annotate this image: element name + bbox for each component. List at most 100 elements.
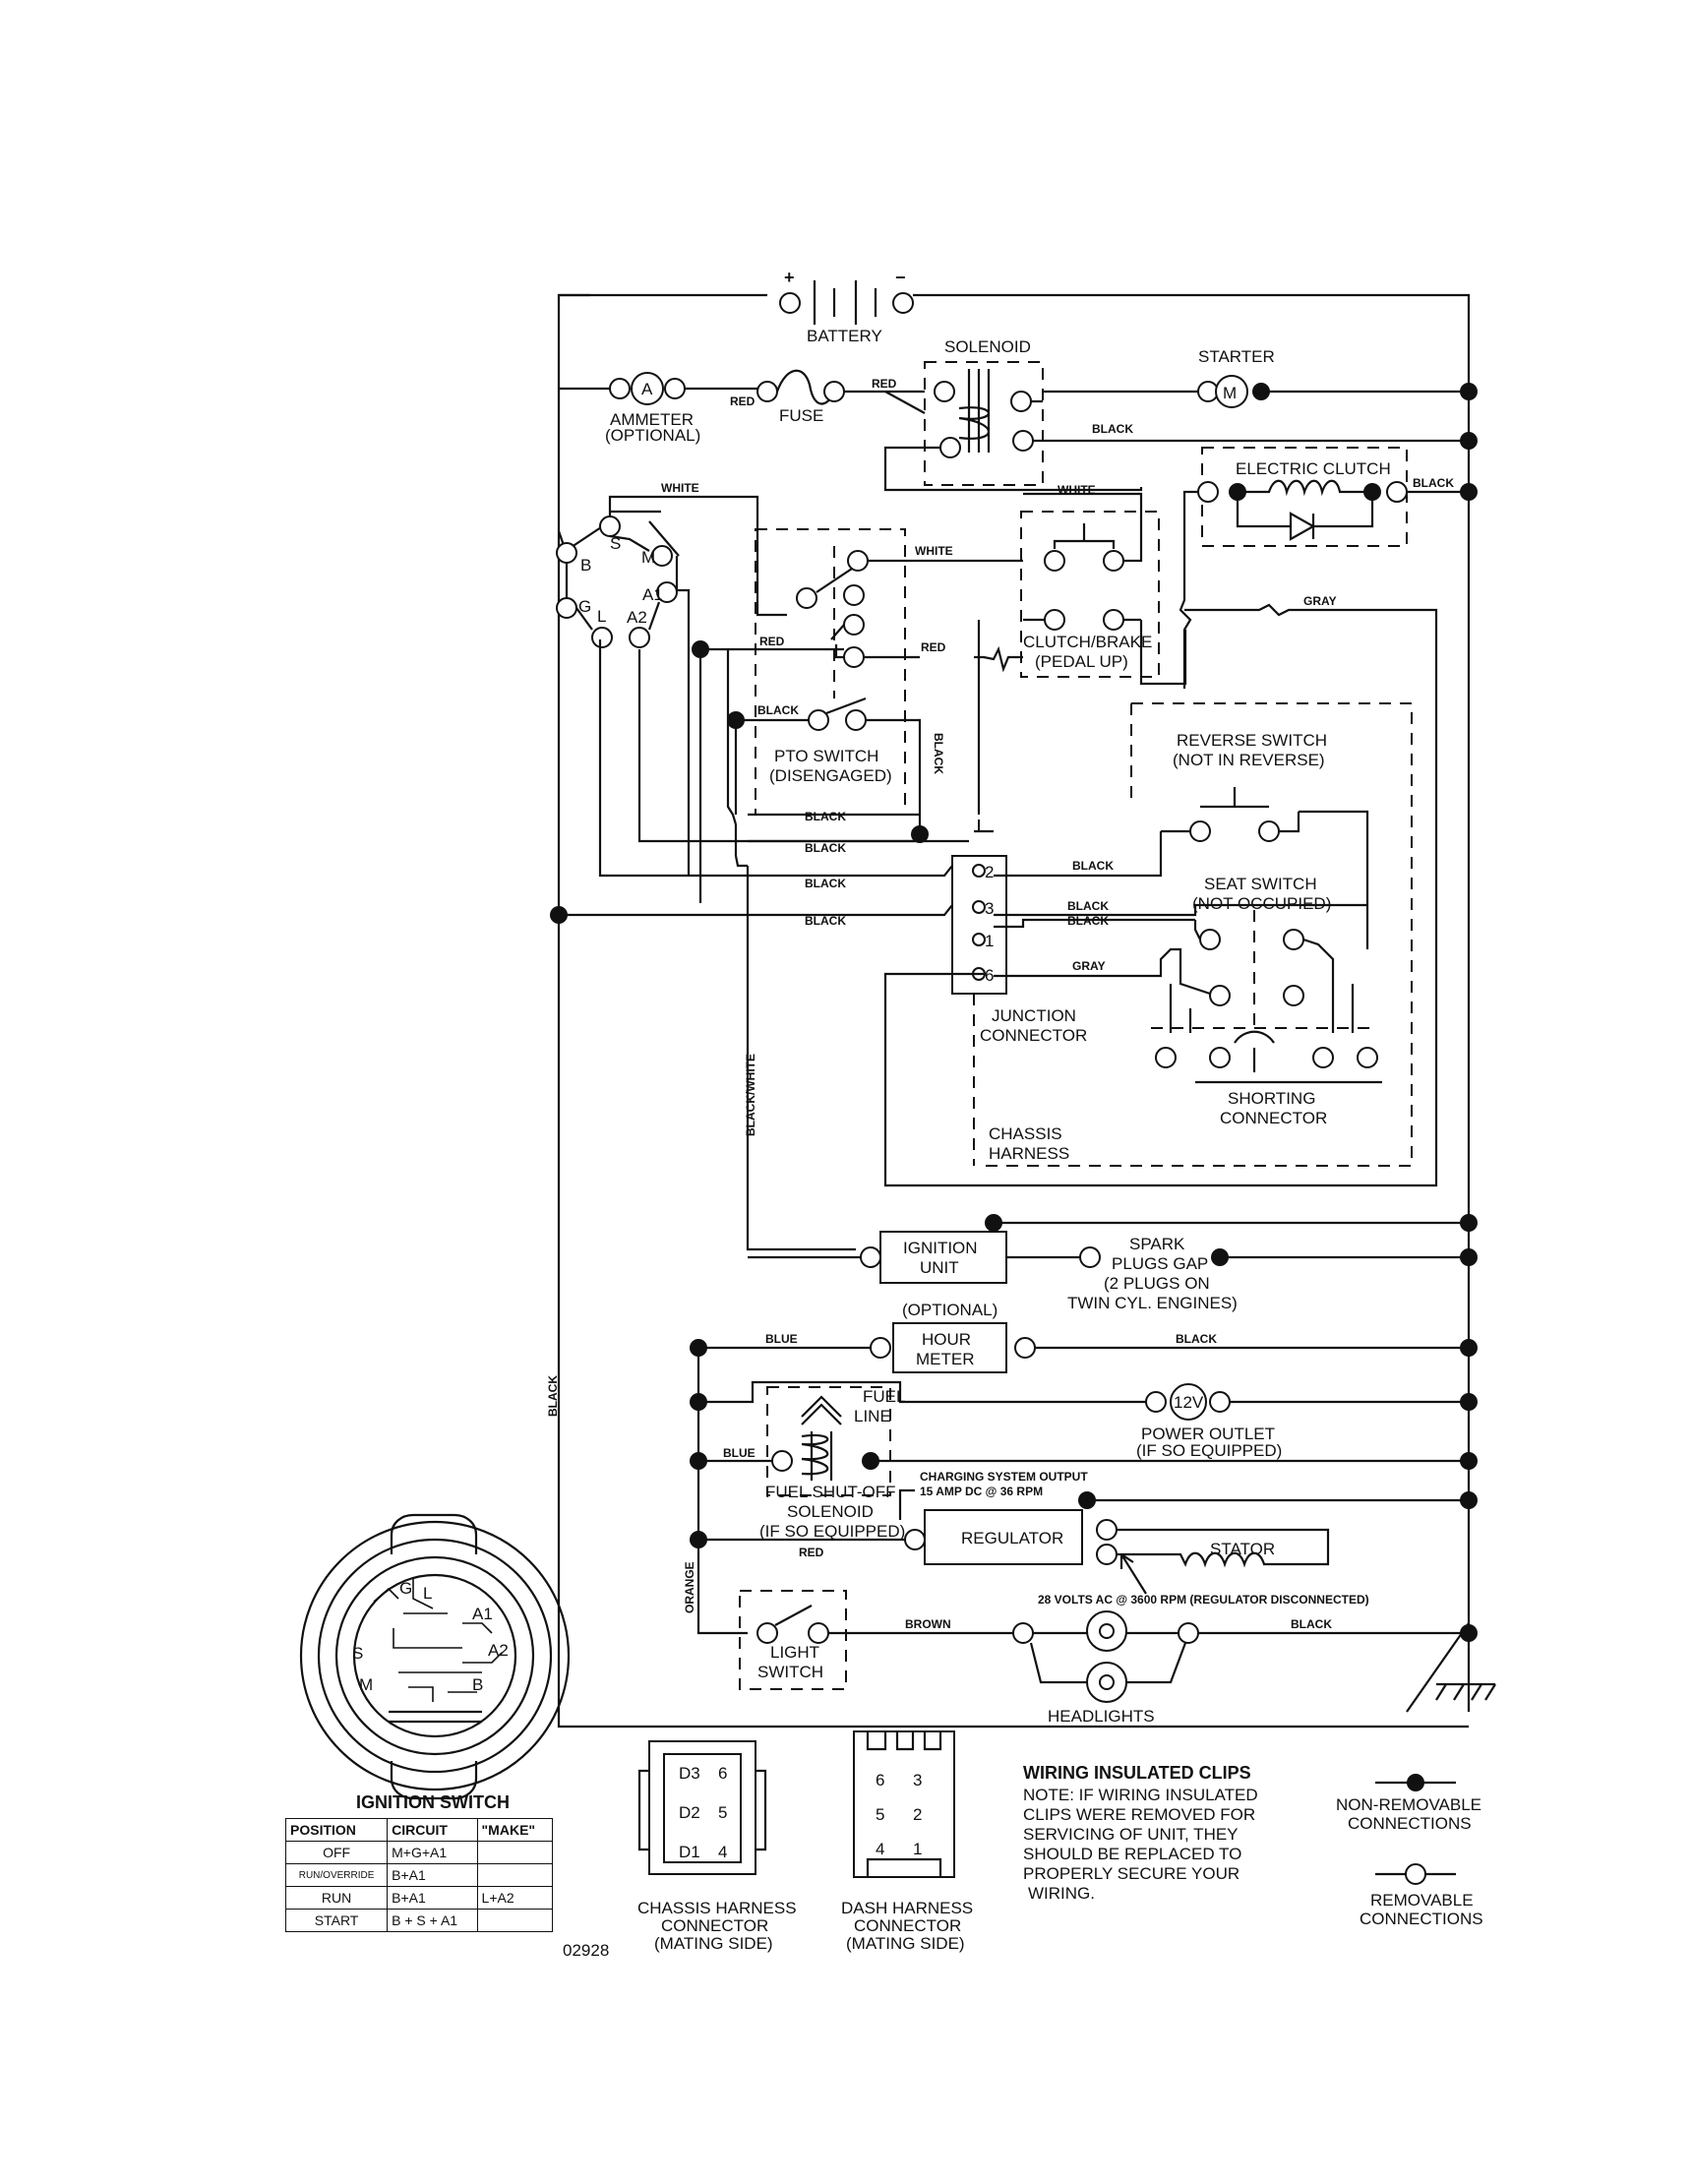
notes-line-1: NOTE: IF WIRING INSULATED [1023, 1786, 1258, 1804]
power-outlet-symbol: 12V [1174, 1393, 1204, 1412]
wire-black-hour: BLACK [1176, 1332, 1217, 1346]
dash-harness-connector: 6 3 5 2 4 1 DASH HARNESS CONNECTOR (MATI… [841, 1730, 973, 1953]
headlights-label: HEADLIGHTS [1048, 1707, 1155, 1726]
ign-terminal-m: M [641, 548, 655, 567]
chassis-harness-connector: D3 6 D2 5 D1 4 CHASSIS HARNESS CONNECTOR… [637, 1740, 797, 1953]
table-cell-circuit: M+G+A1 [387, 1841, 478, 1864]
part-code: 02928 [563, 1941, 609, 1960]
pto-switch-state: (DISENGAGED) [769, 766, 892, 785]
ign-terminal-l: L [597, 607, 606, 626]
fuel-line-2: LINE [854, 1407, 891, 1426]
chassis-pin-5: 5 [718, 1803, 727, 1822]
table-row: OFF M+G+A1 [284, 1841, 554, 1864]
table-cell-circuit: B+A1 [387, 1886, 478, 1910]
junction-pin-1: 1 [985, 932, 994, 950]
legend: NON-REMOVABLE CONNECTIONS REMOVABLE CONN… [1336, 1774, 1483, 1928]
wire-black-3: BLACK [805, 877, 846, 890]
spark-plug-2: PLUGS GAP [1112, 1254, 1208, 1273]
legend-removable-1: REMOVABLE [1370, 1891, 1474, 1910]
hour-meter-optional: (OPTIONAL) [902, 1301, 998, 1319]
ign-terminal-s: S [610, 534, 621, 553]
wire-black-left: BLACK [546, 1375, 560, 1417]
ignsw-label-g: G [399, 1579, 412, 1598]
electric-clutch-label: ELECTRIC CLUTCH [1236, 459, 1391, 478]
hour-meter-2: METER [916, 1350, 975, 1368]
ignition-position-table: POSITION CIRCUIT "MAKE" OFF M+G+A1 RUN/O… [284, 1818, 554, 1932]
power-outlet-1: POWER OUTLET [1141, 1425, 1275, 1443]
spark-plug-1: SPARK [1129, 1235, 1185, 1253]
electric-clutch: ELECTRIC CLUTCH BLACK [1179, 447, 1469, 689]
notes-line-4: SHOULD BE REPLACED TO [1023, 1845, 1241, 1863]
ammeter-symbol: A [641, 380, 653, 398]
wire-brown: BROWN [905, 1617, 951, 1631]
rail-junctions: BLACK [546, 383, 1478, 1540]
wire-blue-fuel: BLUE [723, 1446, 756, 1460]
wire-black-j1: BLACK [1067, 914, 1109, 928]
stator-label: STATOR [1210, 1540, 1275, 1558]
wire-gray-j6: GRAY [1072, 959, 1106, 973]
shorting-connector-1: SHORTING [1228, 1089, 1315, 1108]
battery-label: BATTERY [807, 327, 882, 345]
battery-positive-sign: + [784, 268, 795, 287]
pto-switch: PTO SWITCH (DISENGAGED) WHITE BLACK BLAC… [692, 528, 1023, 816]
table-row: START B + S + A1 [284, 1909, 554, 1932]
dash-connector-2: CONNECTOR [854, 1916, 961, 1935]
pto-switch-label: PTO SWITCH [774, 747, 878, 765]
table-cell-make [476, 1863, 554, 1887]
chassis-pin-4: 4 [718, 1843, 727, 1861]
wire-white-ign: WHITE [661, 481, 699, 495]
table-header-circuit: CIRCUIT [387, 1818, 478, 1842]
table-row: RUN B+A1 L+A2 [284, 1886, 554, 1910]
table-cell-circuit: B+A1 [387, 1863, 478, 1887]
table-cell-circuit: B + S + A1 [387, 1909, 478, 1932]
wire-gray-clutch: GRAY [1303, 594, 1337, 608]
fuel-solenoid-2: SOLENOID [787, 1502, 874, 1521]
notes-line-2: CLIPS WERE REMOVED FOR [1023, 1805, 1255, 1824]
notes-line-6: WIRING. [1028, 1884, 1095, 1903]
dash-pin-5: 5 [876, 1805, 884, 1824]
wire-black-2: BLACK [805, 841, 846, 855]
dash-pin-2: 2 [913, 1805, 922, 1824]
chassis-harness-2: HARNESS [989, 1144, 1069, 1163]
fuel-solenoid-3: (IF SO EQUIPPED) [759, 1522, 905, 1541]
junction-pin-3: 3 [985, 899, 994, 918]
ign-terminal-b: B [580, 556, 591, 575]
hour-meter: (OPTIONAL) HOUR METER BLUE BLACK [690, 1301, 1469, 1373]
reverse-switch-state: (NOT IN REVERSE) [1173, 751, 1325, 769]
dash-connector-1: DASH HARNESS [841, 1899, 973, 1917]
chassis-pin-6: 6 [718, 1764, 727, 1783]
regulator-label: REGULATOR [961, 1529, 1063, 1547]
wiring-notes: WIRING INSULATED CLIPS NOTE: IF WIRING I… [1023, 1763, 1258, 1903]
ignition-switch-illustration: G L A1 A2 S M B IGNITION SWITCH [299, 1513, 571, 1812]
chassis-harness-box: REVERSE SWITCH (NOT IN REVERSE) SEAT SWI… [979, 702, 1413, 1167]
ignsw-label-l: L [423, 1584, 432, 1603]
ign-terminal-a2: A2 [627, 608, 647, 627]
ignition-unit: IGNITION UNIT SPARK PLUGS GAP (2 PLUGS O… [748, 1214, 1469, 1312]
solenoid: SOLENOID BLACK [883, 337, 1469, 492]
dash-pin-1: 1 [913, 1840, 922, 1858]
table-cell-position: RUN [284, 1886, 389, 1910]
fuel-solenoid-1: FUEL SHUT-OFF [765, 1483, 896, 1501]
chassis-connector-3: (MATING SIDE) [654, 1934, 773, 1953]
dash-pin-6: 6 [876, 1771, 884, 1790]
wire-blue-hour: BLUE [765, 1332, 798, 1346]
table-cell-make [476, 1909, 554, 1932]
charging-output-2: 15 AMP DC @ 36 RPM [920, 1485, 1043, 1498]
wire-black-j2: BLACK [1072, 859, 1114, 873]
wire-red-pto: RED [921, 640, 946, 654]
ignsw-label-a2: A2 [488, 1641, 509, 1660]
main-wires [557, 293, 1496, 1729]
ignsw-label-b: B [472, 1675, 483, 1694]
table-cell-make [476, 1841, 554, 1864]
junction-connector: 2 3 1 6 BLACK BLACK BLACK GRAY JUNCTION … [883, 817, 1438, 1187]
regulator-stator: CHARGING SYSTEM OUTPUT 15 AMP DC @ 36 RP… [690, 1470, 1469, 1607]
light-switch-2: SWITCH [757, 1663, 823, 1681]
wire-black-1: BLACK [805, 810, 846, 823]
clutch-brake-label: CLUTCH/BRAKE [1023, 633, 1152, 651]
charging-output-1: CHARGING SYSTEM OUTPUT [920, 1470, 1088, 1484]
table-cell-position: START [284, 1909, 389, 1932]
junction-pin-2: 2 [985, 863, 994, 881]
chassis-harness-1: CHASSIS [989, 1124, 1062, 1143]
fuel-solenoid-power-outlet: 12V POWER OUTLET (IF SO EQUIPPED) FUEL L… [690, 1380, 1469, 1541]
ammeter-label: AMMETER [610, 410, 694, 429]
